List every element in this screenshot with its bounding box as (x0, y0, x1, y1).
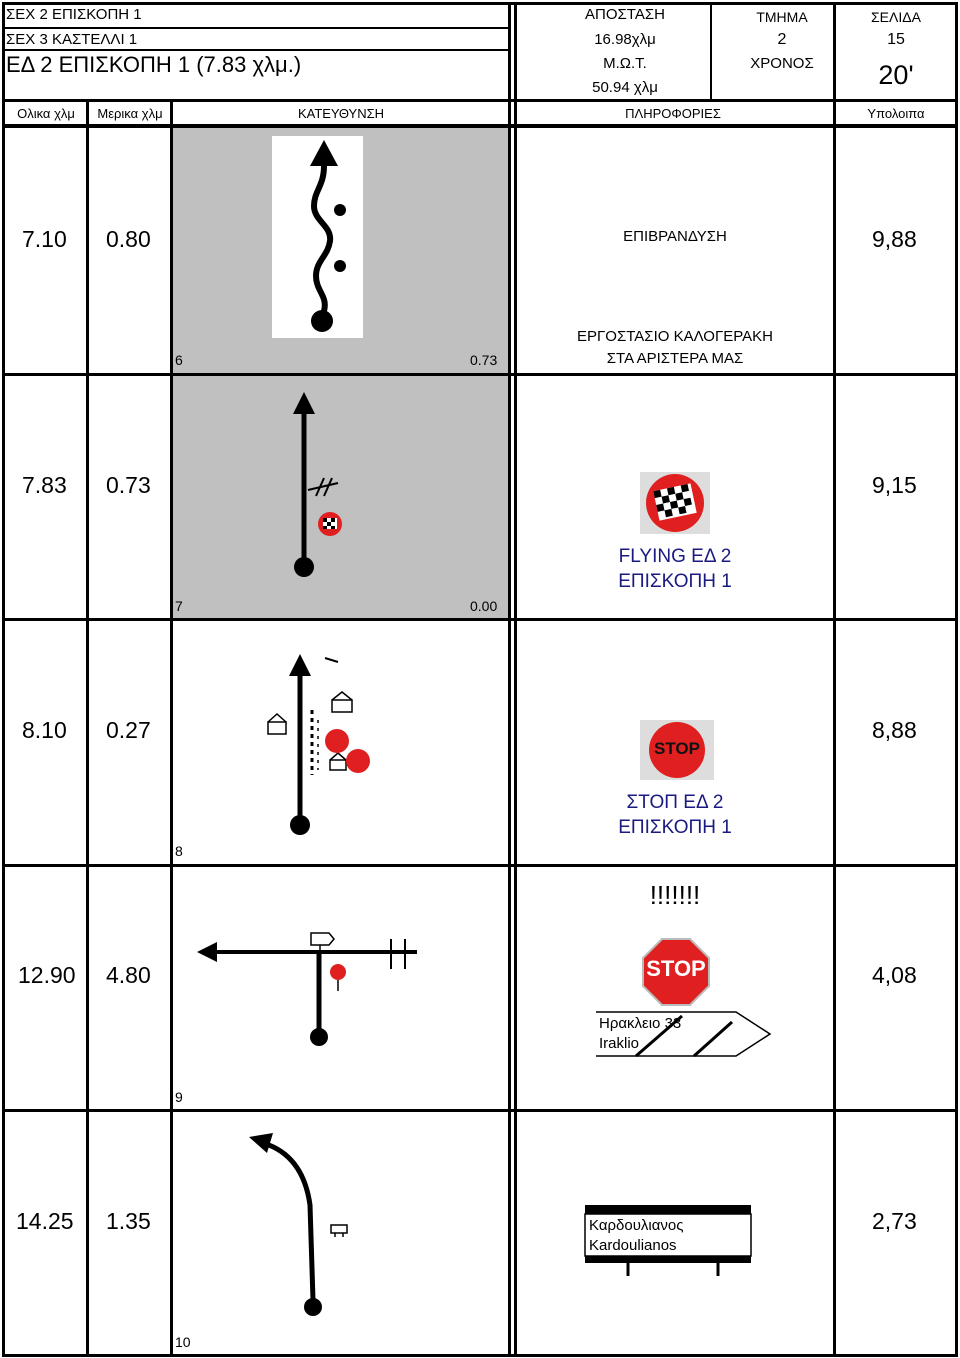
section-value: 2 (777, 31, 787, 48)
row1-box-val: 0.73 (470, 352, 498, 368)
sign-heraklion-greek: Ηρακλειο 33 (599, 1015, 682, 1032)
row4-remaining: 4,08 (872, 962, 917, 988)
straight-road-finish-icon (293, 392, 342, 577)
stop-octagon-text: STOP (646, 956, 706, 981)
row4-exclaim: !!!!!!! (649, 880, 701, 910)
winding-road-icon (272, 136, 363, 338)
row5-partial: 1.35 (106, 1208, 151, 1234)
row2-total: 7.83 (22, 472, 67, 498)
row3-info-line1: ΣΤΟΠ ΕΔ 2 (626, 792, 724, 813)
row1-info-line1: ΕΡΓΟΣΤΑΣΙΟ ΚΑΛΟΓΕΡΑΚΗ (577, 328, 773, 345)
row5-remaining: 2,73 (872, 1208, 917, 1234)
row5-total: 14.25 (16, 1208, 74, 1234)
t-junction-left-icon (197, 932, 417, 1046)
time-value: 20' (878, 60, 914, 90)
row2-remaining: 9,15 (872, 472, 917, 498)
direction-sign-heraklion (596, 1011, 772, 1058)
row2-box-num: 7 (175, 598, 183, 614)
row4-total: 12.90 (18, 962, 76, 988)
row3-info-line2: ΕΠΙΣΚΟΠΗ 1 (618, 817, 732, 838)
row4-partial: 4.80 (106, 962, 151, 988)
sign-kardoulianos-greek: Καρδουλιανος (589, 1217, 684, 1234)
row5-box-num: 10 (175, 1334, 191, 1350)
mo-value: 50.94 χλμ (592, 79, 658, 96)
page-label: ΣΕΛΙΔΑ (871, 9, 921, 25)
flying-finish-icon (640, 472, 710, 534)
row2-box-val: 0.00 (470, 598, 498, 614)
distance-value: 16.98χλμ (594, 31, 656, 48)
row2-partial: 0.73 (106, 472, 151, 498)
junction-stop-icon (267, 654, 370, 835)
row4-box-num: 9 (175, 1089, 183, 1105)
row3-remaining: 8,88 (872, 717, 917, 743)
village-sign-kardoulianos (584, 1205, 752, 1276)
header-line1: ΣΕΧ 2 ΕΠΙΣΚΟΠΗ 1 (6, 6, 142, 23)
row1-info: ΕΠΙΒΡΑΝΔΥΣΗ (623, 228, 727, 245)
row3-box-num: 8 (175, 843, 183, 859)
stop-octagon-icon (642, 938, 710, 1006)
col-info: ΠΛΗΡΟΦΟΡΙΕΣ (625, 106, 721, 121)
shaded-box-2 (172, 375, 510, 620)
sign-heraklion-latin: Iraklio (599, 1035, 640, 1052)
header-line2: ΣΕΧ 3 ΚΑΣΤΕΛΛΙ 1 (6, 31, 138, 48)
row1-box-num: 6 (175, 352, 183, 368)
header-title: ΕΔ 2 ΕΠΙΣΚΟΠΗ 1 (7.83 χλμ.) (6, 52, 302, 77)
row1-total: 7.10 (22, 226, 67, 252)
section-label: ΤΜΗΜΑ (756, 9, 808, 25)
row1-info-line2: ΣΤΑ ΑΡΙΣΤΕΡΑ ΜΑΣ (606, 350, 744, 367)
col-direction: ΚΑΤΕΥΘΥΝΣΗ (297, 106, 385, 121)
col-remaining: Υπολοιπα (867, 106, 925, 121)
row2-info-line1: FLYING ΕΔ 2 (618, 546, 732, 567)
time-label: ΧΡΟΝΟΣ (750, 55, 814, 72)
row1-partial: 0.80 (106, 226, 151, 252)
row2-info-line2: ΕΠΙΣΚΟΠΗ 1 (618, 571, 732, 592)
row1-remaining: 9,88 (872, 226, 917, 252)
col-total: Ολικα χλμ (17, 106, 75, 121)
sign-kardoulianos-latin: Kardoulianos (589, 1237, 677, 1254)
stop-sign-icon: STOP (640, 720, 714, 780)
mo-label: Μ.Ω.Τ. (603, 55, 647, 72)
col-partial: Μερικα χλμ (97, 106, 163, 121)
row3-total: 8.10 (22, 717, 67, 743)
left-curve-icon (249, 1133, 348, 1316)
row3-partial: 0.27 (106, 717, 151, 743)
stop-sign-text: STOP (654, 739, 700, 758)
page-value: 15 (887, 31, 905, 48)
distance-label: ΑΠΟΣΤΑΣΗ (585, 6, 665, 23)
